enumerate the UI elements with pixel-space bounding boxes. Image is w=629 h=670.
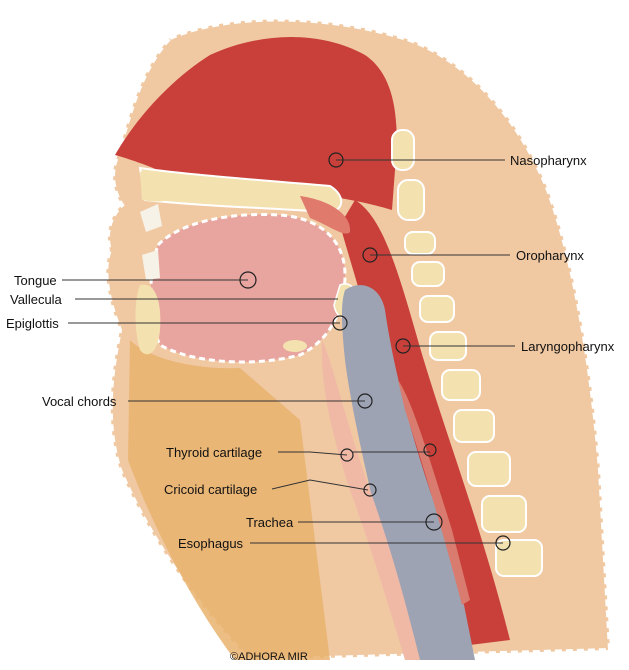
- label-nasopharynx: Nasopharynx: [510, 153, 587, 168]
- label-cricoid-cartilage: Cricoid cartilage: [164, 482, 257, 497]
- label-epiglottis: Epiglottis: [6, 316, 59, 331]
- label-laryngopharynx: Laryngopharynx: [521, 339, 615, 354]
- label-thyroid-cartilage: Thyroid cartilage: [166, 445, 262, 460]
- label-vallecula: Vallecula: [10, 292, 63, 307]
- hyoid-bone: [283, 340, 307, 352]
- label-esophagus: Esophagus: [178, 536, 244, 551]
- copyright-credit: ©ADHORA MIR: [230, 651, 308, 663]
- label-tongue: Tongue: [14, 273, 57, 288]
- label-oropharynx: Oropharynx: [516, 248, 584, 263]
- label-trachea: Trachea: [246, 515, 294, 530]
- label-vocal-chords: Vocal chords: [42, 394, 117, 409]
